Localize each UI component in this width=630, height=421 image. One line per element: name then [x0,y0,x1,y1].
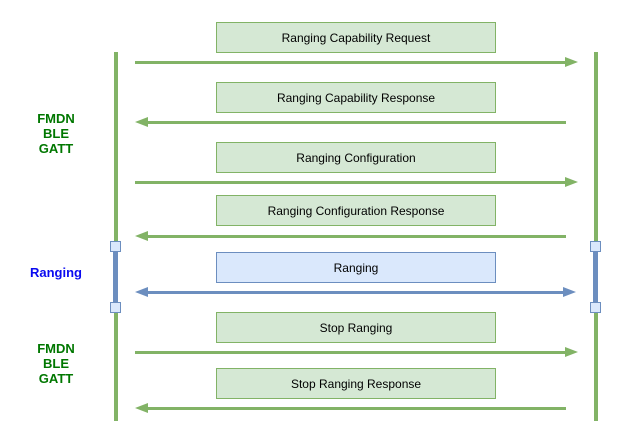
phase-label-fmdn-ble-gatt-top: FMDN BLE GATT [10,111,102,156]
arrowhead-left-icon [135,403,148,413]
phase-label-fmdn-ble-gatt-bottom: FMDN BLE GATT [10,341,102,386]
arrowhead-right-icon [565,177,578,187]
message-box-ranging-capability-request: Ranging Capability Request [216,22,496,53]
activation-start-marker-left [110,241,121,252]
arrow-line [148,120,566,124]
message-box-ranging: Ranging [216,252,496,283]
arrowhead-left-icon [135,287,148,297]
lifeline-right [594,52,598,421]
arrowhead-right-icon [565,347,578,357]
lifeline-left [114,52,118,421]
arrowhead-right-icon [563,287,576,297]
activation-bar-right [593,252,598,303]
message-box-stop-ranging: Stop Ranging [216,312,496,343]
arrowhead-left-icon [135,231,148,241]
arrow-line [135,60,565,64]
arrow-line [135,350,565,354]
message-box-ranging-configuration: Ranging Configuration [216,142,496,173]
phase-label-line: FMDN [37,341,75,356]
activation-end-marker-left [110,302,121,313]
activation-bar-left [113,252,118,303]
arrow-line [135,180,565,184]
arrow-line [148,406,566,410]
arrow-line [148,290,563,294]
arrowhead-right-icon [565,57,578,67]
phase-label-ranging: Ranging [10,265,102,280]
phase-label-line: Ranging [30,265,82,280]
message-box-ranging-capability-response: Ranging Capability Response [216,82,496,113]
phase-label-line: GATT [38,141,74,156]
phase-label-line: BLE [43,126,69,141]
message-box-stop-ranging-response: Stop Ranging Response [216,368,496,399]
phase-label-line: BLE [43,356,69,371]
arrow-line [148,234,566,238]
phase-label-line: GATT [38,371,74,386]
phase-label-line: FMDN [37,111,75,126]
arrowhead-left-icon [135,117,148,127]
activation-end-marker-right [590,302,601,313]
activation-start-marker-right [590,241,601,252]
message-box-ranging-configuration-response: Ranging Configuration Response [216,195,496,226]
